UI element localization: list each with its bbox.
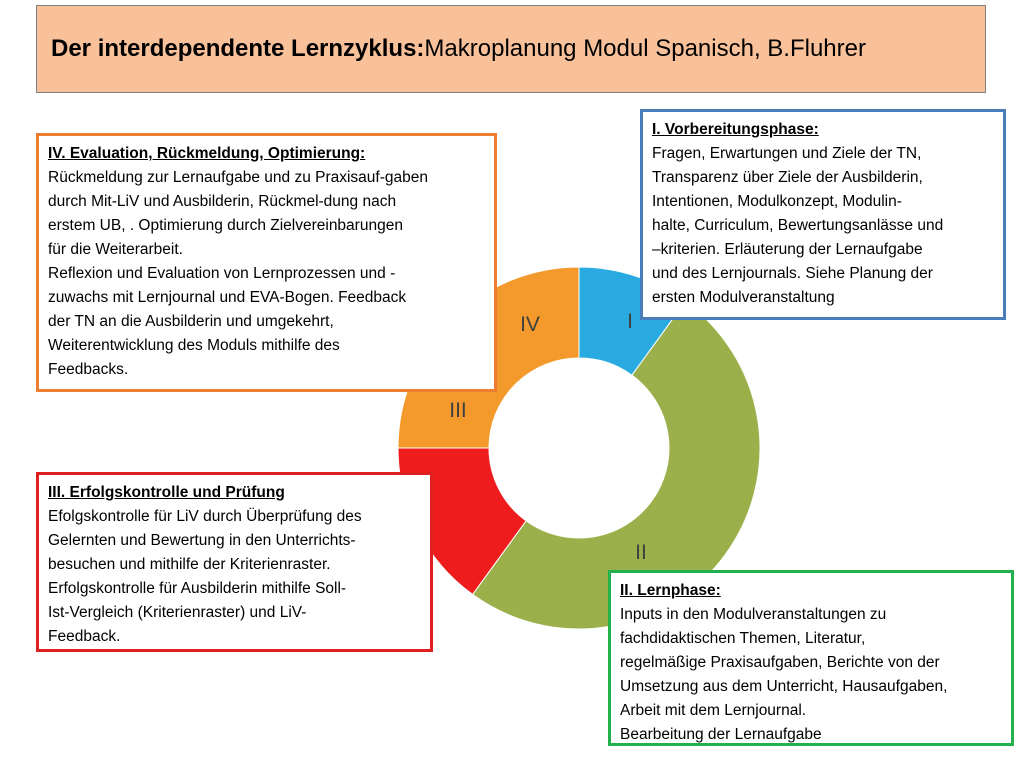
phase-iv-line: Rückmeldung zur Lernaufgabe und zu Praxi… <box>48 169 428 186</box>
phase-i-line: –kriterien. Erläuterung der Lernaufgabe <box>652 241 923 258</box>
phase-ii-line: regelmäßige Praxisaufgaben, Berichte von… <box>620 654 940 671</box>
phase-ii-line: Arbeit mit dem Lernjournal. <box>620 702 807 719</box>
phase-i-heading: I. Vorbereitungsphase: <box>652 121 819 138</box>
phase-iv-line: Weiterentwicklung des Moduls mithilfe de… <box>48 337 340 354</box>
phase-ii-line: Inputs in den Modulveranstaltungen zu <box>620 606 887 623</box>
phase-iv-box: IV. Evaluation, Rückmeldung, Optimierung… <box>36 133 497 392</box>
phase-iv-heading: IV. Evaluation, Rückmeldung, Optimierung… <box>48 145 366 162</box>
phase-iii-line: Feedback. <box>48 628 121 645</box>
phase-iv-line: zuwachs mit Lernjournal und EVA-Bogen. F… <box>48 289 407 306</box>
phase-iv-line: für die Weiterarbeit. <box>48 241 183 258</box>
phase-ii-line: fachdidaktischen Themen, Literatur, <box>620 630 866 647</box>
ring-label-iv: IV <box>520 313 540 336</box>
phase-i-box: I. Vorbereitungsphase: Fragen, Erwartung… <box>640 109 1006 320</box>
phase-i-line: Intentionen, Modulkonzept, Modulin- <box>652 193 902 210</box>
phase-iii-line: Erfolgskontrolle für Ausbilderin mithilf… <box>48 580 347 597</box>
phase-iv-line: der TN an die Ausbilderin und umgekehrt, <box>48 313 334 330</box>
ring-label-i: I <box>627 310 633 333</box>
phase-i-line: und des Lernjournals. Siehe Planung der <box>652 265 933 282</box>
phase-iii-box: III. Erfolgskontrolle und Prüfung Efolgs… <box>36 472 433 652</box>
ring-segment-ii <box>471 300 761 630</box>
phase-i-line: Transparenz über Ziele der Ausbilderin, <box>652 169 923 186</box>
phase-iii-line: Efolgskontrolle für LiV durch Überprüfun… <box>48 508 362 525</box>
phase-ii-line: Bearbeitung der Lernaufgabe <box>620 726 822 743</box>
phase-ii-line: Umsetzung aus dem Unterricht, Hausaufgab… <box>620 678 948 695</box>
title-bar: Der interdependente Lernzyklus: Makropla… <box>36 5 986 93</box>
phase-i-line: halte, Curriculum, Bewertungsanlässe und <box>652 217 944 234</box>
phase-i-line: ersten Modulveranstaltung <box>652 289 835 306</box>
phase-iv-line: durch Mit-LiV und Ausbilderin, Rückmel-d… <box>48 193 397 210</box>
phase-iv-line: Feedbacks. <box>48 361 129 378</box>
phase-iv-line: erstem UB, . Optimierung durch Zielverei… <box>48 217 403 234</box>
phase-iii-line: Ist-Vergleich (Kriterienraster) und LiV- <box>48 604 307 621</box>
title-bold: Der interdependente Lernzyklus: <box>51 35 425 62</box>
phase-iii-heading: III. Erfolgskontrolle und Prüfung <box>48 484 285 501</box>
phase-i-line: Fragen, Erwartungen und Ziele der TN, <box>652 145 922 162</box>
ring-label-ii: II <box>635 541 647 564</box>
phase-ii-box: II. Lernphase: Inputs in den Modulverans… <box>608 570 1014 746</box>
ring-label-iii: III <box>449 399 467 422</box>
phase-ii-heading: II. Lernphase: <box>620 582 721 599</box>
phase-iv-line: Reflexion und Evaluation von Lernprozess… <box>48 265 396 282</box>
phase-iii-line: besuchen und mithilfe der Kriterienraste… <box>48 556 331 573</box>
title-normal: Makroplanung Modul Spanisch, B.Fluhrer <box>424 35 866 62</box>
phase-iii-line: Gelernten und Bewertung in den Unterrich… <box>48 532 356 549</box>
